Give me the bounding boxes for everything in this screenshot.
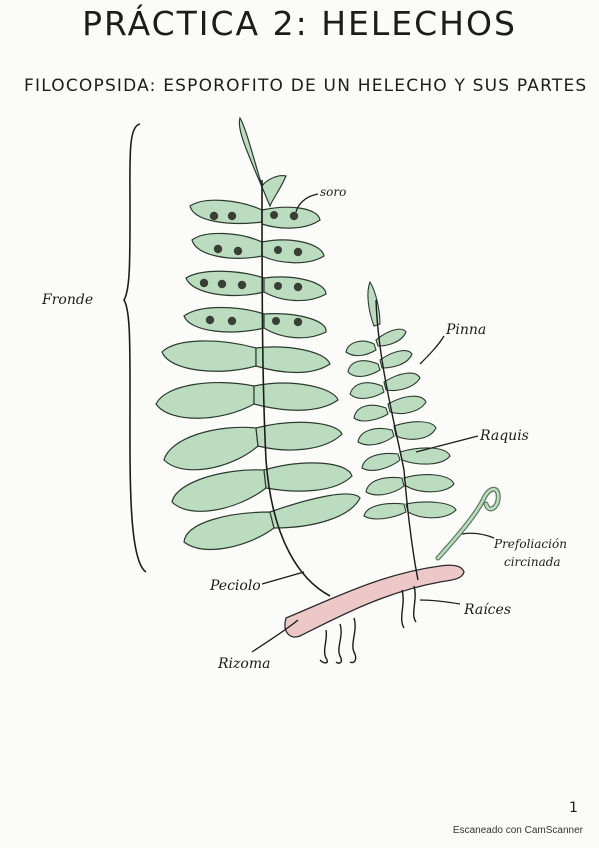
- raquis-leader: [415, 435, 479, 453]
- label-raices: Raíces: [463, 602, 511, 618]
- raices-leader: [419, 599, 461, 605]
- label-soro: soro: [320, 185, 346, 199]
- label-rizoma: Rizoma: [217, 656, 270, 672]
- small-rachis: [375, 299, 419, 581]
- large-rachis: [261, 179, 331, 597]
- fronde-brace: [123, 123, 147, 573]
- sori: [199, 211, 303, 327]
- rizoma-leader: [251, 619, 299, 653]
- label-fronde: Fronde: [41, 292, 93, 308]
- pinna-leader: [419, 335, 445, 365]
- page-subtitle: FILOCOPSIDA: ESPOROFITO DE UN HELECHO Y …: [24, 76, 588, 96]
- soro-leader: [295, 193, 319, 213]
- label-prefoliacion-1: Prefoliación: [493, 537, 567, 551]
- label-raquis: Raquis: [479, 428, 529, 444]
- page-title: PRÁCTICA 2: HELECHOS: [82, 4, 517, 43]
- label-pinna: Pinna: [445, 322, 486, 338]
- leader-lines: [251, 193, 495, 653]
- prefoliacion-leader: [461, 532, 495, 539]
- roots: [319, 585, 417, 664]
- label-peciolo: Peciolo: [209, 578, 261, 594]
- rhizome: [284, 564, 465, 638]
- label-prefoliacion-2: circinada: [504, 555, 561, 569]
- small-frond: [345, 280, 457, 520]
- large-frond: [155, 116, 361, 551]
- page-number: 1: [569, 800, 578, 816]
- peciolo-leader: [261, 571, 305, 585]
- scanner-watermark: Escaneado con CamScanner: [452, 825, 583, 836]
